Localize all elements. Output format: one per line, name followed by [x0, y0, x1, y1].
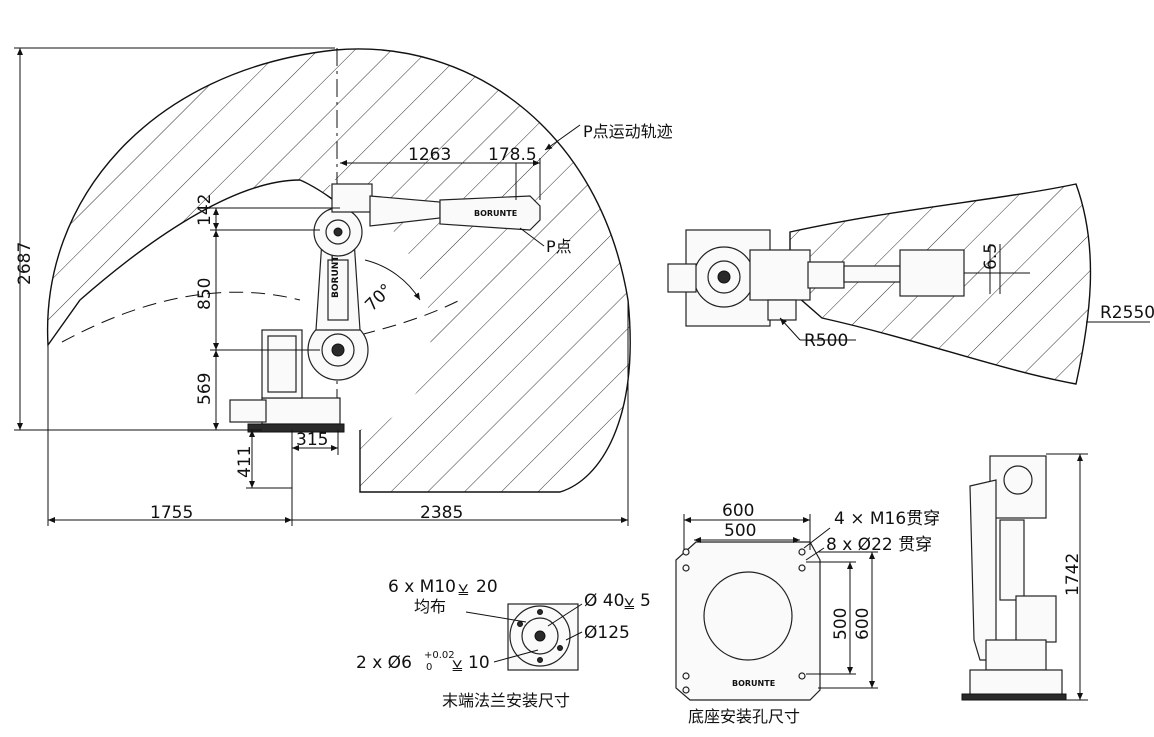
flange-pin-symbol: ⩣ [452, 653, 463, 673]
forearm-brand-label: BORUNTE [474, 209, 517, 218]
flange-tapped-depth: 20 [476, 577, 498, 597]
flange-pin-depth: 10 [468, 653, 490, 673]
dim-arm-horizontal: 1263 [408, 145, 451, 165]
dim-top-offset: 6.5 [981, 243, 1001, 270]
flange-pin-tol-lower: 0 [426, 662, 432, 673]
base-plate-view [675, 514, 878, 701]
flange-caption: 末端法兰安装尺寸 [442, 691, 570, 710]
base-holes: 8 x Ø22 贯穿 [826, 535, 932, 555]
flange-tapped-symbol: ⩣ [458, 577, 469, 597]
dim-wrist-height: 142 [195, 194, 215, 226]
flange-view [465, 603, 583, 671]
flange-pin: 2 x Ø6 [356, 653, 412, 673]
dim-reach-left: 1755 [150, 503, 193, 523]
flange-bore-symbol: ⩣ [624, 591, 635, 611]
flange-pin-tol-upper: +0.02 [424, 650, 455, 661]
robot-side-view: BORUNTE BORUNTE [229, 183, 541, 433]
dim-reach-right: 2385 [420, 503, 463, 523]
base-dim-outer: 600 [722, 501, 754, 521]
dim-radius-max: R2550 [1100, 303, 1154, 323]
top-view [667, 183, 1150, 385]
base-dim-outer-v: 600 [853, 608, 873, 640]
base-bolts: 4 × M16贯穿 [834, 509, 940, 529]
dim-shoulder-height: 569 [195, 373, 215, 405]
dim-total-height: 2687 [15, 242, 35, 285]
side-view-dimensions [14, 47, 629, 526]
flange-pcd: Ø125 [584, 623, 630, 643]
dim-base-depth: 411 [235, 446, 255, 478]
arm-brand-label: BORUNTE [331, 249, 341, 298]
base-caption: 底座安装孔尺寸 [688, 707, 800, 726]
base-dim-inner-v: 500 [831, 608, 851, 640]
trajectory-label: P点运动轨迹 [583, 122, 673, 141]
flange-bore: Ø 40 [584, 591, 624, 611]
base-brand-label: BORUNTE [732, 679, 775, 688]
dim-radius-min: R500 [804, 331, 848, 351]
dim-base-offset: 315 [296, 430, 328, 450]
front-view [961, 453, 1088, 701]
workspace-envelope [46, 48, 631, 493]
dim-wrist-offset: 178.5 [488, 145, 537, 165]
flange-tapped: 6 x M10 [388, 577, 456, 597]
dim-upper-arm: 850 [195, 278, 215, 310]
flange-uniform: 均布 [414, 597, 446, 616]
front-dim-height: 1742 [1063, 553, 1083, 596]
base-dim-inner: 500 [724, 521, 756, 541]
p-point-label: P点 [546, 237, 572, 256]
flange-bore-depth: 5 [640, 591, 651, 611]
